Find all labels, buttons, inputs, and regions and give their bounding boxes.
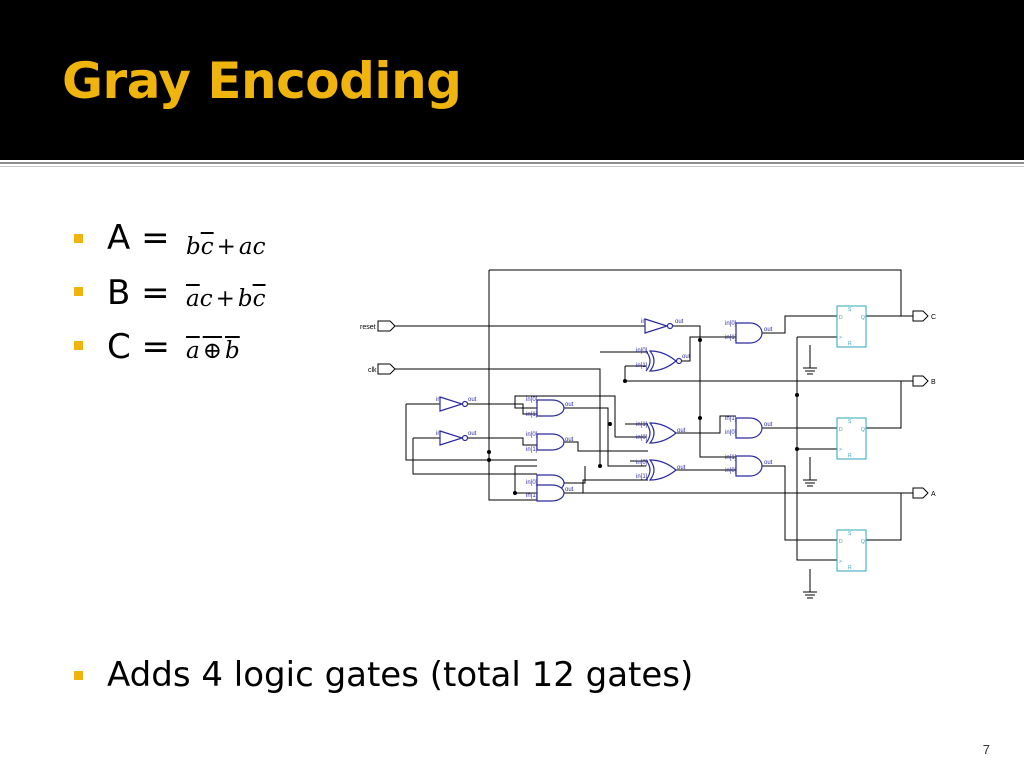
pin-label: in[1] [526,412,538,418]
ff-clk: > [839,447,842,453]
formula-c: a⊕b [186,340,240,363]
title-bar [0,0,1024,160]
pin-label: out [677,428,686,434]
output-c: C [931,314,936,321]
pin-label: in[1] [725,335,737,341]
formula-term-negated: c [252,286,266,312]
pin-label: in[0] [725,430,737,436]
pin-label: in[1] [526,493,538,499]
ff-s: S [848,307,852,313]
pin-label: out [677,465,686,471]
pin-label: in[0] [636,348,648,354]
pin-label: in[1] [725,416,737,422]
ff-r: R [848,341,852,347]
pin-label: in [436,431,441,437]
formula-a: bc+ac [186,236,266,259]
pin-label: in [436,397,441,403]
bullet-b-label: B = [107,273,170,313]
formula-term: ac [238,234,266,260]
formula-term: b [237,286,253,312]
formula-term-negated: c [200,234,214,260]
input-clk: clk [368,367,377,374]
pin-label: out [565,487,574,493]
pin-label: in[0] [636,460,648,466]
pin-label: out [675,319,684,325]
formula-operator: + [216,234,236,260]
ff-s: S [848,419,852,425]
ff-r: R [848,565,852,571]
slide-title: Gray Encoding [62,52,462,110]
pin-label: in[0] [526,397,538,403]
pin-label: in[0] [725,321,737,327]
bullet-marker [74,287,83,296]
output-a: A [931,491,936,498]
page-number: 7 [982,742,990,757]
formula-term: b [186,234,201,260]
ff-q: Q [861,315,865,321]
pin-label: out [565,402,574,408]
ff-q: Q [861,427,865,433]
ff-d: D [839,315,843,321]
output-b: B [931,379,936,386]
ff-d: D [839,427,843,433]
title-divider [0,162,1024,164]
pin-label: in [641,319,646,325]
bullet-marker [74,234,83,243]
pin-label: in[0] [636,435,648,441]
pin-label: in[1] [636,363,648,369]
formula-term: b [225,338,240,364]
formula-b: ac+bc [186,288,266,311]
bullet-c-label: C = [107,327,171,367]
ff-clk: > [839,559,842,565]
bullet-a-label: A = [107,218,170,258]
bullet-marker [74,341,83,350]
pin-label: out [682,354,691,360]
ff-s: S [848,531,852,537]
pin-label: in[1] [526,447,538,453]
pin-label: in[1] [636,474,648,480]
ff-q: Q [861,539,865,545]
pin-label: in[1] [636,422,648,428]
formula-operator: + [215,286,235,312]
bullet-summary: Adds 4 logic gates (total 12 gates) [107,655,694,695]
bullet-marker [74,671,83,680]
pin-label: out [565,437,574,443]
pin-label: out [764,327,773,333]
formula-term-negated: a [186,286,200,312]
formula-term: c [199,286,213,312]
ff-r: R [848,453,852,459]
pin-label: out [764,422,773,428]
formula-term: a [186,338,200,364]
title-divider-thin [0,166,1024,167]
pin-label: out [468,397,477,403]
input-reset: reset [360,324,376,331]
ff-clk: > [839,335,842,341]
pin-label: in[1] [725,455,737,461]
pin-label: in[0] [725,468,737,474]
pin-label: out [764,460,773,466]
pin-label: out [468,431,477,437]
ff-d: D [839,539,843,545]
pin-label: in[0] [526,432,538,438]
pin-label: in[0] [526,480,538,486]
formula-operator: ⊕ [202,338,222,364]
